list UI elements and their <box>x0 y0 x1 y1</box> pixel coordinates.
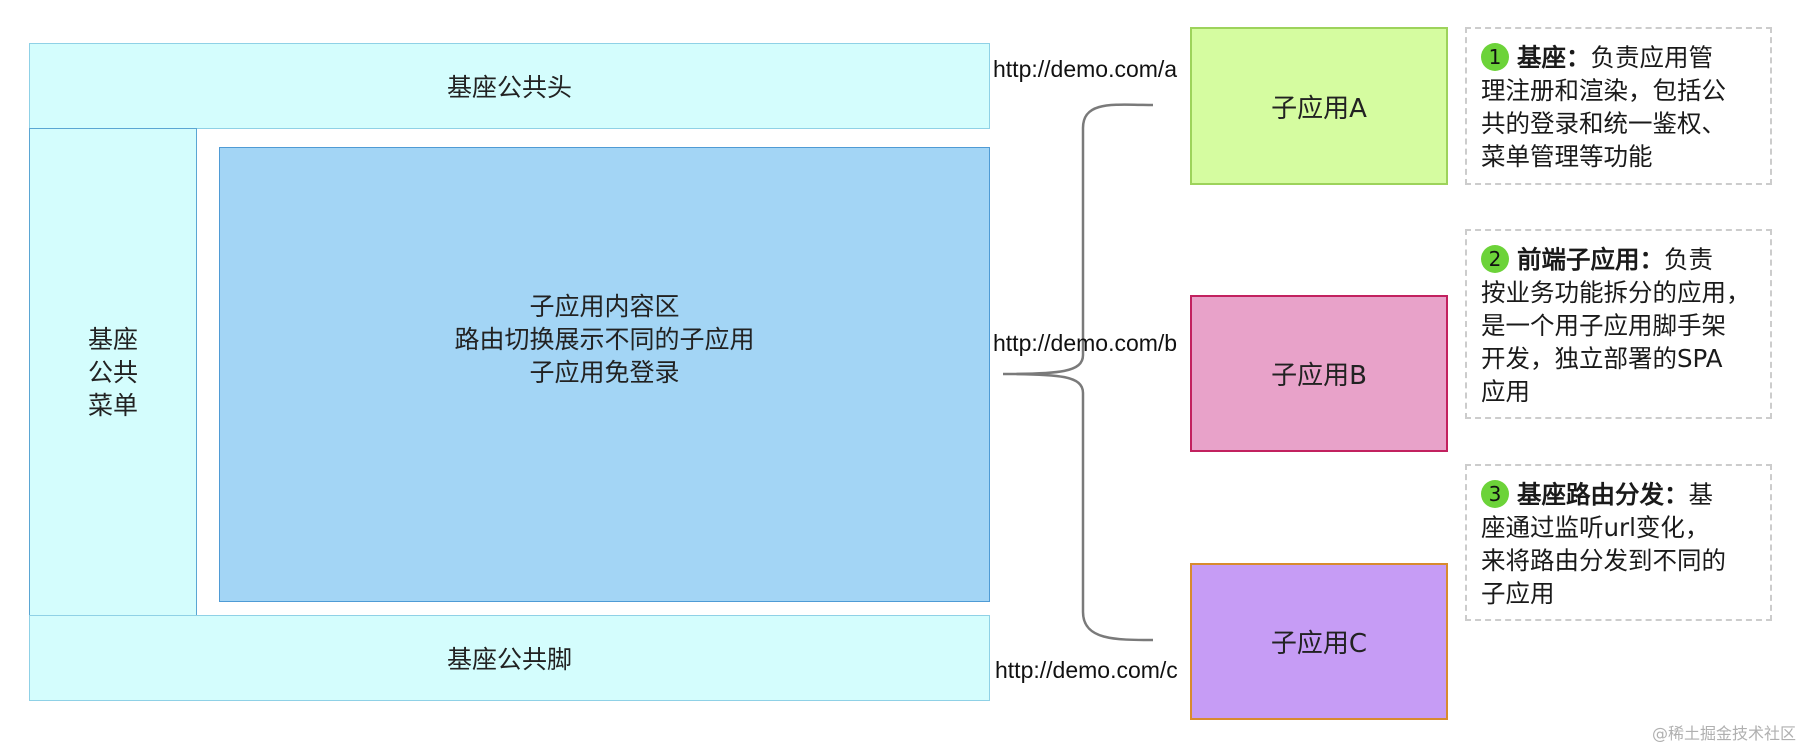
base-header: 基座公共头 <box>29 43 990 129</box>
note-line: 菜单管理等功能 <box>1481 142 1653 171</box>
base-footer: 基座公共脚 <box>29 615 990 701</box>
content-label-line: 子应用免登录 <box>529 358 680 387</box>
note-number-badge: 2 <box>1481 245 1509 273</box>
note-colon: ： <box>1639 245 1665 274</box>
note-line: 共的登录和统一鉴权、 <box>1481 109 1726 138</box>
note-line: 基 <box>1688 480 1714 509</box>
note-title: 前端子应用 <box>1517 245 1640 274</box>
base-header-label: 基座公共头 <box>446 73 572 102</box>
note-colon: ： <box>1664 480 1689 509</box>
note-line: 子应用 <box>1481 579 1555 608</box>
note-line: 座通过监听url变化， <box>1481 513 1710 542</box>
base-menu-label-line: 公共 <box>87 357 138 387</box>
note-line: 应用 <box>1481 377 1530 406</box>
route-url-a: http://demo.com/a <box>993 56 1178 82</box>
note-title: 基座 <box>1517 43 1566 72</box>
content-label-line: 子应用内容区 <box>529 292 680 321</box>
note-sub-app: 2 前端子应用：负责 按业务功能拆分的应用， 是一个用子应用脚手架 开发，独立部署… <box>1465 229 1772 419</box>
note-number-badge: 3 <box>1481 480 1509 508</box>
sub-app-b-label: 子应用B <box>1271 361 1367 391</box>
sub-app-a-label: 子应用A <box>1271 93 1367 124</box>
base-menu-label-line: 基座 <box>87 324 138 354</box>
content-label-line: 路由切换展示不同的子应用 <box>454 325 755 354</box>
note-line: 按业务功能拆分的应用， <box>1481 278 1751 307</box>
note-title: 基座路由分发 <box>1517 480 1664 509</box>
note-line: 开发，独立部署的SPA <box>1481 344 1723 373</box>
sub-app-c-box: 子应用C <box>1190 563 1448 720</box>
route-url-b: http://demo.com/b <box>993 330 1178 356</box>
sub-app-content-area: 子应用内容区 路由切换展示不同的子应用 子应用免登录 <box>219 147 990 602</box>
sub-app-c-label: 子应用C <box>1270 629 1368 659</box>
note-number-badge: 1 <box>1481 43 1509 71</box>
note-line: 来将路由分发到不同的 <box>1481 546 1726 575</box>
note-line: 负责应用管 <box>1590 43 1714 72</box>
sub-app-b-box: 子应用B <box>1190 295 1448 452</box>
route-url-c: http://demo.com/c <box>995 657 1178 683</box>
note-line: 是一个用子应用脚手架 <box>1481 311 1726 340</box>
sub-app-a-box: 子应用A <box>1190 27 1448 185</box>
note-base: 1 基座：负责应用管 理注册和渲染，包括公 共的登录和统一鉴权、 菜单管理等功能 <box>1465 27 1772 185</box>
note-colon: ： <box>1566 43 1591 72</box>
base-footer-label: 基座公共脚 <box>446 645 572 674</box>
note-line: 理注册和渲染，包括公 <box>1481 76 1726 105</box>
brace-path <box>1002 103 1154 642</box>
note-line: 负责 <box>1664 245 1713 274</box>
note-route-dispatch: 3 基座路由分发：基 座通过监听url变化， 来将路由分发到不同的 子应用 <box>1465 464 1772 621</box>
base-menu-label-line: 菜单 <box>87 390 138 420</box>
watermark: @稀土掘金技术社区 <box>1651 724 1796 743</box>
